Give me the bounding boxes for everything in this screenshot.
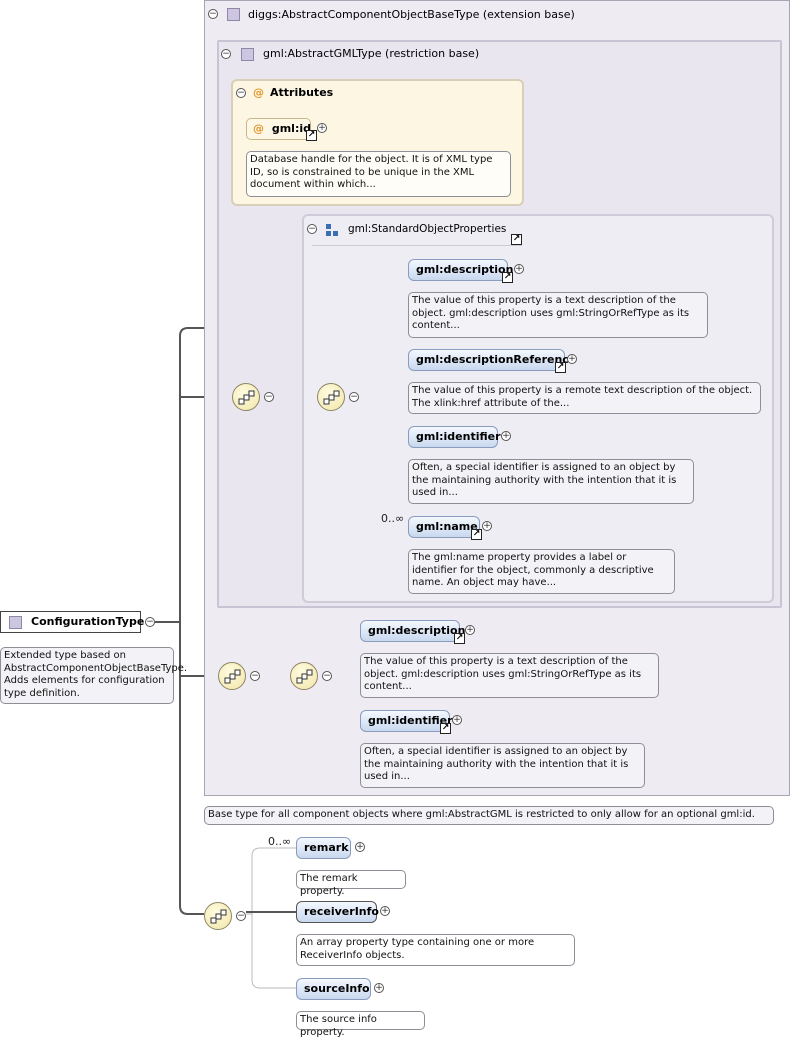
expand-gml-name-button[interactable]: + <box>482 521 492 531</box>
link-icon[interactable]: ↗ <box>471 529 482 540</box>
source-info-doc: The source info property. <box>296 1011 425 1038</box>
root-name: ConfigurationType <box>31 615 145 628</box>
element-remark[interactable]: remark <box>296 837 351 859</box>
element-gml-description-reference[interactable]: gml:descriptionReference <box>408 349 576 371</box>
collapse-group-button[interactable]: − <box>307 224 317 234</box>
sequence-compositor[interactable] <box>232 383 260 411</box>
collapse-sequence-button[interactable]: − <box>236 911 246 921</box>
link-icon[interactable]: ↗ <box>511 234 522 245</box>
element-gml-identifier[interactable]: gml:identifier <box>360 710 453 732</box>
gml-description-reference-doc: The value of this property is a remote t… <box>408 382 761 414</box>
receiver-info-doc: An array property type containing one or… <box>296 934 575 966</box>
link-icon[interactable]: ↗ <box>555 362 566 373</box>
group-underline <box>312 245 522 246</box>
attribute-gml-id[interactable]: @ gml:id <box>246 118 311 140</box>
collapse-sequence-button[interactable]: − <box>250 671 260 681</box>
attribute-icon: @ <box>253 122 264 135</box>
gml-id-doc: Database handle for the object. It is of… <box>246 151 511 197</box>
expand-gml-identifier-button[interactable]: + <box>501 431 511 441</box>
group-title: gml:StandardObjectProperties <box>348 223 507 235</box>
gml-description-doc: The value of this property is a text des… <box>360 653 659 698</box>
element-source-info[interactable]: sourceInfo <box>296 978 371 1000</box>
expand-receiver-info-button[interactable]: + <box>380 906 390 916</box>
attribute-icon: @ <box>253 86 264 99</box>
expand-gml-description-button[interactable]: + <box>514 264 524 274</box>
sequence-compositor[interactable] <box>317 383 345 411</box>
collapse-attributes-button[interactable]: − <box>236 88 246 98</box>
collapse-extension-base-button[interactable]: − <box>208 9 218 19</box>
root-doc: Extended type based on AbstractComponent… <box>0 647 187 704</box>
element-gml-description[interactable]: gml:description <box>408 259 513 281</box>
complex-type-icon <box>227 8 240 21</box>
expand-gml-description-button[interactable]: + <box>465 625 475 635</box>
expand-remark-button[interactable]: + <box>355 842 365 852</box>
gml-name-doc: The gml:name property provides a label o… <box>408 549 675 594</box>
collapse-sequence-button[interactable]: − <box>264 392 274 402</box>
occurrence-label: 0..∞ <box>381 512 405 525</box>
complex-type-icon <box>9 616 22 629</box>
sequence-icon <box>210 909 227 924</box>
sequence-icon <box>296 669 313 684</box>
root-configuration-type[interactable]: ConfigurationType <box>0 611 145 633</box>
element-gml-description[interactable]: gml:description <box>360 620 465 642</box>
expand-gml-id-button[interactable]: + <box>317 123 327 133</box>
collapse-sequence-button[interactable]: − <box>322 671 332 681</box>
complex-type-icon <box>241 48 254 61</box>
element-gml-name[interactable]: gml:name <box>408 516 480 538</box>
sequence-icon <box>323 390 340 405</box>
sequence-icon <box>238 390 255 405</box>
remark-doc: The remark property. <box>296 870 406 897</box>
expand-gml-identifier-button[interactable]: + <box>452 715 462 725</box>
attribute-name: gml:id <box>271 122 311 135</box>
link-icon[interactable]: ↗ <box>454 633 465 644</box>
sequence-compositor[interactable] <box>290 662 318 690</box>
extension-base-doc: Base type for all component objects wher… <box>204 806 774 825</box>
group-icon <box>326 224 338 236</box>
attributes-title: Attributes <box>270 86 334 99</box>
restriction-base-title: gml:AbstractGMLType (restriction base) <box>263 47 480 60</box>
sequence-icon <box>224 669 241 684</box>
link-icon[interactable]: ↗ <box>440 723 451 734</box>
gml-description-doc: The value of this property is a text des… <box>408 292 708 338</box>
gml-identifier-doc: Often, a special identifier is assigned … <box>360 743 645 788</box>
link-icon[interactable]: ↗ <box>306 130 317 141</box>
extension-base-title: diggs:AbstractComponentObjectBaseType (e… <box>248 8 575 21</box>
link-icon[interactable]: ↗ <box>502 272 513 283</box>
expand-source-info-button[interactable]: + <box>374 983 384 993</box>
collapse-root-button[interactable]: − <box>145 617 155 627</box>
expand-gml-description-reference-button[interactable]: + <box>567 354 577 364</box>
occurrence-label: 0..∞ <box>268 835 292 848</box>
collapse-sequence-button[interactable]: − <box>349 392 359 402</box>
gml-identifier-doc: Often, a special identifier is assigned … <box>408 459 694 504</box>
element-receiver-info[interactable]: receiverInfo <box>296 901 379 923</box>
collapse-restriction-base-button[interactable]: − <box>221 49 231 59</box>
sequence-compositor[interactable] <box>218 662 246 690</box>
sequence-compositor[interactable] <box>204 902 232 930</box>
element-gml-identifier[interactable]: gml:identifier <box>408 426 501 448</box>
